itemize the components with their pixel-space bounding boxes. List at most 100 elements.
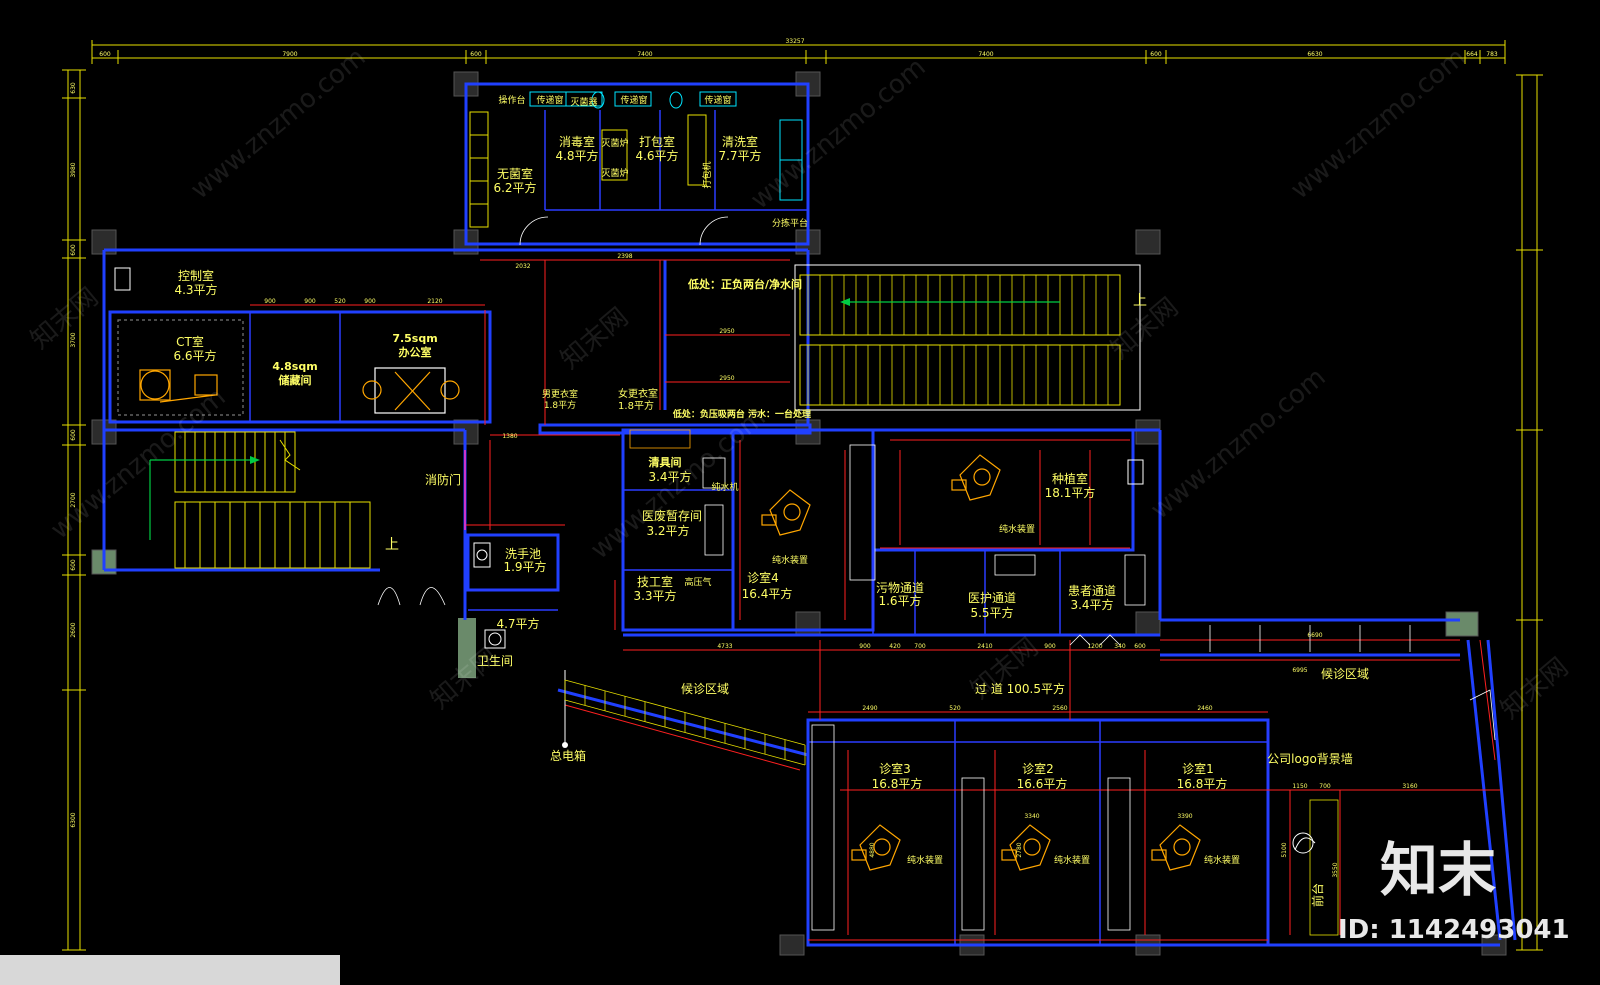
svg-text:1380: 1380 [502,433,517,440]
stairs-escalators [149,264,1141,569]
svg-text:2490: 2490 [862,705,877,712]
dim-label: 6630 [1307,51,1322,58]
svg-text:医废暂存间: 医废暂存间 [642,508,702,523]
watermark-site: www.znzmo.com [1285,42,1471,205]
label-chunshui: 纯水装置 [1204,854,1240,866]
svg-text:储藏间: 储藏间 [279,373,312,387]
dim-label: 600 [70,559,77,571]
dim-label: 600 [70,244,77,256]
svg-text:4.8sqm: 4.8sqm [272,360,317,373]
svg-text:3340: 3340 [1024,813,1039,820]
svg-text:3.4平方: 3.4平方 [1070,597,1113,612]
svg-text:诊室1: 诊室1 [1182,761,1214,776]
svg-text:420: 420 [889,643,901,650]
svg-text:CT室: CT室 [176,334,204,349]
watermark-site: www.znzmo.com [585,402,771,565]
dim-label: 7400 [978,51,993,58]
svg-text:2950: 2950 [719,375,734,382]
room-zhen2: 诊室2 16.6平方 [1017,761,1068,791]
scroll-strip [0,955,340,985]
svg-text:16.6平方: 16.6平方 [1017,776,1068,791]
svg-text:1.6平方: 1.6平方 [878,593,921,608]
svg-text:16.8平方: 16.8平方 [1177,776,1228,791]
watermarks: www.znzmo.com www.znzmo.com www.znzmo.co… [25,42,1574,945]
room-zhen4: 诊室4 16.4平方 [742,570,793,601]
svg-text:5100: 5100 [1281,842,1288,857]
svg-text:900: 900 [1044,643,1056,650]
svg-text:520: 520 [334,298,346,305]
dim-label: 600 [470,51,482,58]
svg-text:900: 900 [364,298,376,305]
watermark-brand: 知末网 [1495,652,1574,725]
dim-label: 600 [99,51,111,58]
svg-text:6.2平方: 6.2平方 [493,180,536,195]
svg-text:医护通道: 医护通道 [968,591,1016,605]
svg-text:700: 700 [914,643,926,650]
room-zhongzhi: 种植室 18.1平方 [1045,471,1096,500]
fixtures [114,91,1496,936]
svg-text:2950: 2950 [719,328,734,335]
svg-text:控制室: 控制室 [178,268,214,283]
svg-text:1.8平方: 1.8平方 [618,399,654,412]
svg-text:2560: 2560 [1052,705,1067,712]
svg-text:7.7平方: 7.7平方 [718,148,761,163]
label-chuandi: 传递窗 [704,94,731,106]
svg-text:3390: 3390 [1177,813,1192,820]
dim-label: 2600 [70,622,77,637]
walls [102,82,1517,947]
structural-columns [91,71,1507,956]
dim-label: 3980 [70,162,77,177]
svg-text:2460: 2460 [1197,705,1212,712]
label-chunshui: 纯水装置 [907,854,943,866]
dim-label: 3700 [70,332,77,347]
svg-text:诊室2: 诊室2 [1022,761,1054,776]
svg-text:女更衣室: 女更衣室 [618,387,658,400]
label-shang: 上 [385,537,399,553]
watermark-site: www.znzmo.com [185,42,371,205]
svg-text:16.4平方: 16.4平方 [742,586,793,601]
svg-text:洗手池: 洗手池 [505,547,541,561]
label-gaoya: 高压气 [684,576,711,588]
room-chucang: 4.8sqm 储藏间 [272,360,317,387]
dim-label: 664 [1466,51,1478,58]
room-ct: CT室 6.6平方 [173,334,216,363]
dim-label: 2700 [70,492,77,507]
svg-text:2120: 2120 [427,298,442,305]
dim-label: 7400 [637,51,652,58]
svg-text:4.7平方: 4.7平方 [496,616,539,631]
label-guodao: 过 道 100.5平方 [975,681,1065,696]
room-xiaodu: 消毒室 4.8平方 [555,134,598,163]
label-chunshui: 纯水装置 [772,554,808,566]
svg-text:900: 900 [304,298,316,305]
label-chunshuiji: 纯水机 [711,481,738,493]
logo-text: 知末 [1380,836,1496,904]
svg-text:5.5平方: 5.5平方 [970,605,1013,620]
dim-label: 600 [1150,51,1162,58]
room-nvgeng: 女更衣室 1.8平方 [618,387,658,412]
room-kongzhi: 控制室 4.3平方 [174,268,217,297]
dim-label: 7900 [282,51,297,58]
svg-text:900: 900 [859,643,871,650]
room-qingju: 清具间 3.4平方 [648,455,691,484]
watermark-brand: 知末网 [555,302,634,375]
svg-text:18.1平方: 18.1平方 [1045,485,1096,500]
label-miejunlu: 灭菌炉 [601,137,628,149]
room-wuwu: 污物通道 1.6平方 [876,581,924,608]
dim-total: 33257 [785,38,804,45]
room-jigong: 技工室 3.3平方 [633,574,676,603]
label-dabaoji: 打包机 [701,161,713,188]
svg-text:4733: 4733 [717,643,732,650]
svg-text:技工室: 技工室 [637,574,673,589]
room-xishou: 洗手池 1.9平方 [503,547,546,574]
label-houzhen: 候诊区域 [681,682,729,696]
label-miejunlu: 灭菌炉 [601,167,628,179]
label-zongdianxiang: 总电箱 [550,748,586,763]
svg-text:1.9平方: 1.9平方 [503,559,546,574]
room-weisheng: 4.7平方 卫生间 [477,616,540,668]
id-text: ID: 1142493041 [1338,915,1570,945]
dimension-lines: 33257 600 7900 600 7400 7400 600 6630 66… [62,38,1543,951]
svg-text:4880: 4880 [869,842,876,857]
room-huanzhe: 患者通道 3.4平方 [1068,584,1116,612]
svg-text:种植室: 种植室 [1052,471,1088,486]
